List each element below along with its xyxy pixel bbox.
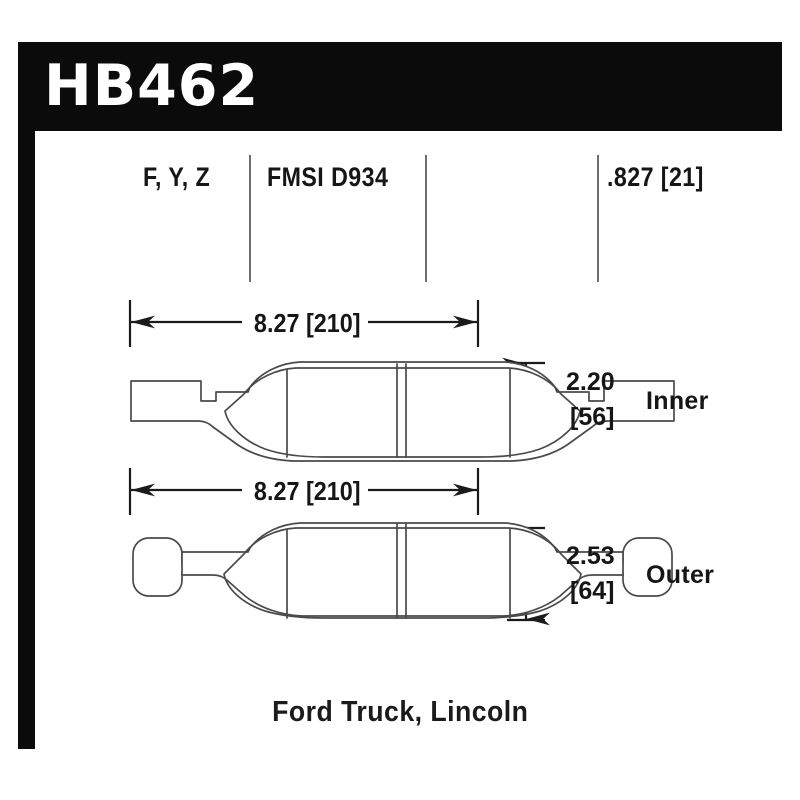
- left-frame-rail: [18, 42, 35, 749]
- header-band: [18, 42, 782, 131]
- spec-row: F, Y, Z FMSI D934 .827 [21]: [35, 150, 782, 282]
- inner-pad-friction-outline: [224, 367, 581, 458]
- outer-pad-ear-left: [132, 537, 215, 597]
- spec-compound-codes: F, Y, Z: [143, 162, 211, 192]
- vehicle-caption-text: Ford Truck, Lincoln: [271, 696, 529, 728]
- inner-width-label: 8.27 [210]: [253, 308, 361, 338]
- spec-thickness: .827 [21]: [607, 162, 704, 192]
- outer-pad-backing: [181, 522, 624, 617]
- spec-divider-3: [597, 155, 599, 282]
- inner-side-label: Inner: [646, 387, 709, 415]
- inner-height-inches: 2.20: [566, 368, 615, 396]
- vehicle-caption: Ford Truck, Lincoln: [0, 696, 800, 729]
- outer-height-mm: [64]: [570, 577, 615, 605]
- outer-side-label: Outer: [646, 561, 715, 589]
- inner-height-mm: [56]: [570, 403, 615, 431]
- part-number-title: HB462: [44, 53, 260, 119]
- outer-width-label: 8.27 [210]: [253, 476, 361, 506]
- spec-divider-2: [425, 155, 427, 282]
- spec-divider-1: [249, 155, 251, 282]
- outer-height-inches: 2.53: [566, 542, 615, 570]
- outer-pad-friction-outline: [223, 527, 582, 619]
- spec-fmsi-number: FMSI D934: [267, 162, 389, 192]
